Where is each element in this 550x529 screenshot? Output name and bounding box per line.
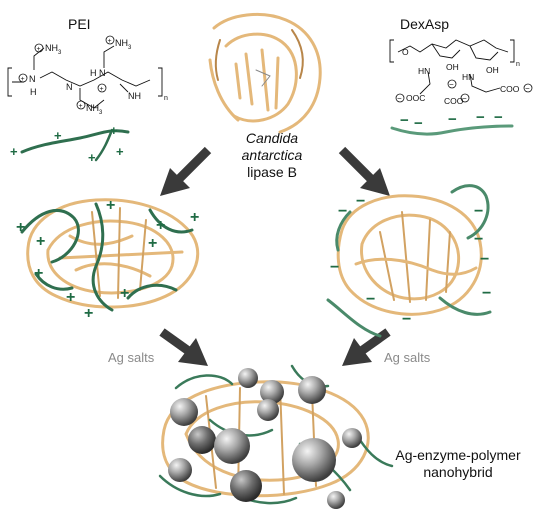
ag-salts-left-label: Ag salts [108, 350, 155, 365]
svg-text:3: 3 [58, 50, 62, 56]
dexasp-chain: − − − − − [390, 109, 514, 136]
dex-ooc: OOC [406, 93, 425, 103]
complex-plus-2: + [190, 209, 199, 226]
pei-plus-5: + [116, 144, 124, 159]
dexasp-label: DexAsp [400, 16, 450, 32]
arrow-top-right [338, 146, 390, 196]
pei-plus-4: + [110, 123, 118, 138]
pei-n-3: N [99, 68, 106, 78]
complex-plus-1: + [106, 197, 115, 214]
dex-oh-1: OH [446, 62, 459, 72]
ag-particle-7 [214, 428, 250, 464]
pei-nh3-2: NH [115, 38, 128, 48]
enzyme-label-line2: antarctica [241, 147, 303, 163]
svg-text:−: − [449, 80, 454, 89]
dex-oh-2: OH [486, 65, 499, 75]
enzyme-top [208, 13, 322, 134]
complex-plus-3: + [36, 233, 45, 250]
ag-particle-10 [168, 458, 192, 482]
ag-particle-11 [230, 470, 262, 502]
svg-text:+: + [108, 38, 112, 45]
pei-chain: + + + + + [10, 123, 130, 165]
dex-minus-5: − [494, 109, 503, 126]
dex-hn-2: HN [462, 72, 474, 82]
complex-minus-9: − [482, 285, 491, 302]
ag-particle-4 [298, 376, 326, 404]
dexasp-enzyme-complex: − − − − − − − − − [326, 184, 492, 338]
enzyme-label: Candida antarctica lipase B [222, 130, 322, 181]
dex-subscript-n: n [516, 61, 520, 68]
enzyme-label-line3: lipase B [247, 164, 297, 180]
dexasp-structure: O OH OH HN HN − OOC COO − − COO − n [389, 39, 533, 106]
svg-text:+: + [100, 86, 104, 93]
complex-plus-4: + [34, 265, 43, 282]
complex-plus-7: + [156, 217, 165, 234]
pei-label: PEI [68, 16, 91, 32]
arrow-bottom-left [159, 328, 208, 366]
ag-particle-9 [342, 428, 362, 448]
svg-text:−: − [525, 84, 530, 93]
dex-minus-3: − [448, 111, 457, 128]
svg-text:3: 3 [99, 110, 103, 116]
pei-h-1: H [30, 87, 37, 97]
ag-salts-right-label: Ag salts [384, 350, 431, 365]
pei-subscript-n: n [164, 95, 168, 102]
pei-nh3-3: NH [86, 103, 99, 113]
pei-charge-1: + [37, 46, 41, 53]
arrow-bottom-right [342, 328, 391, 366]
complex-minus-3: − [474, 203, 483, 220]
pei-n-2: N [66, 82, 73, 92]
svg-text:+: + [21, 76, 25, 83]
complex-minus-5: − [480, 251, 489, 268]
complex-minus-2: − [338, 203, 347, 220]
silver-nanoparticles [168, 368, 362, 509]
complex-plus-5: + [16, 219, 25, 236]
complex-minus-4: − [474, 231, 483, 248]
arrow-top-left [160, 146, 212, 196]
pei-h-2: H [90, 68, 97, 78]
pei-plus-2: + [54, 128, 62, 143]
complex-minus-7: − [366, 291, 375, 308]
svg-text:3: 3 [128, 45, 132, 51]
dex-hn-1: HN [418, 66, 430, 76]
dex-minus-1: − [400, 112, 409, 129]
arrows [159, 146, 391, 366]
hybrid-label-line2: nanohybrid [423, 464, 493, 480]
complex-plus-9: + [120, 285, 129, 302]
ag-particle-5 [257, 399, 279, 421]
pei-plus-1: + [10, 144, 18, 159]
complex-minus-1: − [356, 193, 365, 210]
complex-minus-6: − [330, 259, 339, 276]
dex-coo-2: COO [500, 84, 520, 94]
pei-n-1: N [29, 74, 36, 84]
enzyme-label-line1: Candida [245, 130, 299, 146]
complex-plus-6: + [148, 235, 157, 252]
ag-particle-3 [260, 380, 284, 404]
dex-o-1: O [402, 47, 409, 57]
svg-text:−: − [462, 94, 467, 103]
ag-particle-2 [238, 368, 258, 388]
hybrid-label-line1: Ag-enzyme-polymer [395, 447, 521, 463]
ag-particle-8 [292, 438, 336, 482]
hybrid-label: Ag-enzyme-polymer nanohybrid [383, 447, 533, 481]
ag-particle-1 [170, 398, 198, 426]
ag-particle-6 [188, 426, 216, 454]
pei-nh3-1: NH [45, 43, 58, 53]
nanohybrid [158, 364, 394, 509]
complex-minus-8: − [402, 311, 411, 328]
complex-plus-10: + [84, 305, 93, 322]
pei-plus-3: + [88, 150, 96, 165]
pei-nh-1: NH [128, 91, 141, 101]
dex-minus-2: − [414, 115, 423, 132]
dex-coo-1: COO [444, 96, 464, 106]
dex-minus-4: − [476, 109, 485, 126]
ag-particle-12 [327, 491, 345, 509]
svg-text:+: + [79, 103, 83, 110]
pei-enzyme-complex: + + + + + + + + + + [16, 197, 199, 322]
complex-plus-8: + [66, 289, 75, 306]
svg-text:−: − [397, 94, 402, 103]
